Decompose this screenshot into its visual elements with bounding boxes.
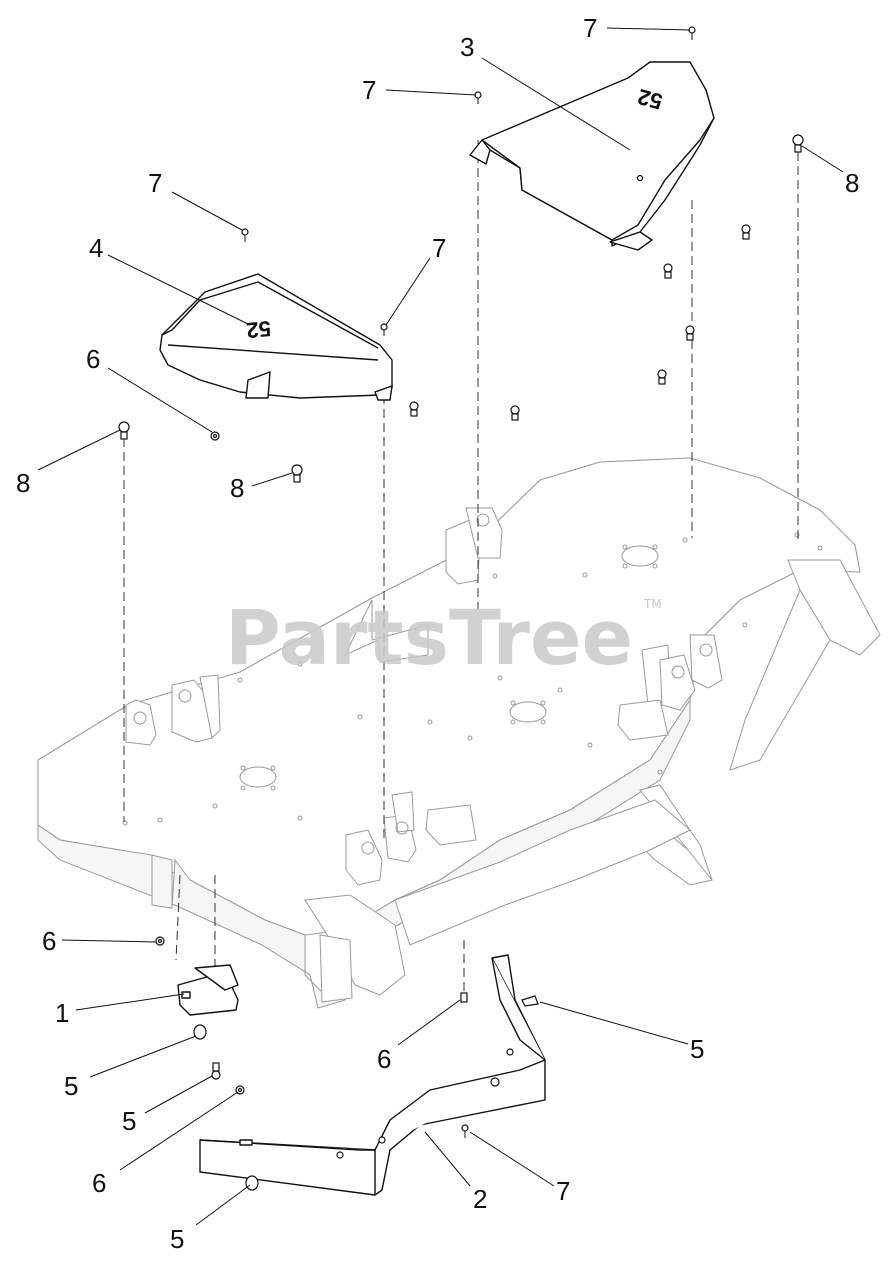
watermark-trademark: TM xyxy=(643,597,662,611)
callout-6-bottom: 6 xyxy=(92,1168,106,1198)
callout-8-left: 8 xyxy=(16,468,30,498)
fasteners xyxy=(118,26,804,1191)
callout-8-mid: 8 xyxy=(230,473,244,503)
callout-7-upper-left: 7 xyxy=(148,168,162,198)
callout-6-mid: 6 xyxy=(377,1044,391,1074)
callout-2: 2 xyxy=(473,1184,487,1214)
belt-cover-left: 52 xyxy=(159,273,393,401)
callout-6-lower-left: 6 xyxy=(42,926,56,956)
callout-7-top: 7 xyxy=(583,13,597,43)
push-nut-icon xyxy=(193,995,539,1191)
callout-5-b: 5 xyxy=(122,1106,136,1136)
callout-7-right-cover: 7 xyxy=(362,75,376,105)
flange-bolt-icon xyxy=(118,134,804,1080)
callout-5-right: 5 xyxy=(690,1034,704,1064)
callout-5-a: 5 xyxy=(64,1071,78,1101)
watermark-text: PartsTree xyxy=(225,593,633,682)
callout-7-left-cover: 7 xyxy=(432,233,446,263)
callout-5-c: 5 xyxy=(170,1224,184,1254)
callout-8-right: 8 xyxy=(845,168,859,198)
baffle-part-2 xyxy=(199,954,546,1196)
callout-3: 3 xyxy=(460,32,474,62)
bracket-part-1 xyxy=(177,964,239,1016)
callout-7-bottom: 7 xyxy=(556,1176,570,1206)
cover-left-mark: 52 xyxy=(245,316,272,343)
bolt-icon xyxy=(241,26,696,1138)
belt-cover-right: 52 xyxy=(469,61,715,251)
partstree-watermark: PartsTree TM xyxy=(225,593,662,682)
callout-labels: 7 3 7 8 7 4 7 6 8 8 6 1 5 5 6 5 6 5 2 7 xyxy=(16,13,859,1254)
callout-1: 1 xyxy=(55,998,69,1028)
alignment-lines xyxy=(123,140,799,1000)
mower-deck xyxy=(37,457,881,1009)
leader-lines xyxy=(37,27,844,1226)
nut-icon xyxy=(155,431,468,1095)
callout-6-left: 6 xyxy=(86,344,100,374)
callout-4: 4 xyxy=(89,233,103,263)
